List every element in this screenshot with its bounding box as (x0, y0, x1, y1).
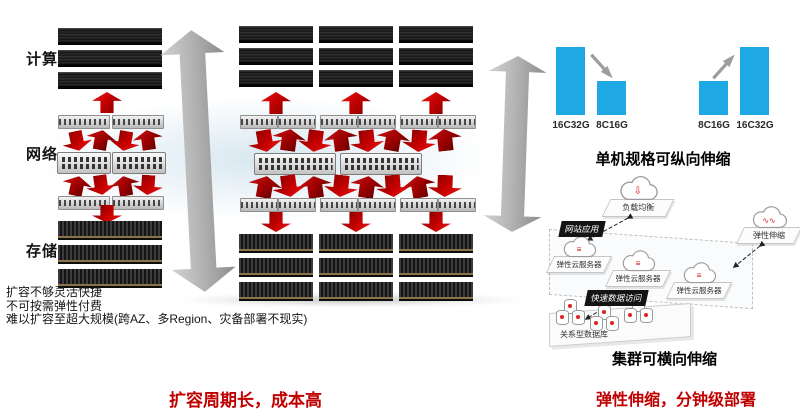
switch-large (112, 152, 166, 174)
red-arrow-icon (60, 128, 94, 154)
red-arrow-icon (349, 128, 385, 153)
web-app-tag: 网站应用 (558, 221, 606, 237)
switch-small (400, 198, 438, 212)
load-balancer-node: ⇩ 负载均衡 (601, 176, 675, 217)
switch-large (254, 153, 336, 175)
switch-small (240, 115, 278, 129)
layer-label-compute: 计算 (26, 51, 59, 68)
storage-rack (58, 221, 162, 288)
switch-large (57, 152, 111, 174)
storage-rack (239, 234, 313, 301)
switch-small (58, 196, 110, 210)
red-arrow-icon (246, 173, 283, 201)
red-arrow-icon (427, 127, 463, 152)
server-rack (319, 26, 393, 87)
cloud-icon: ≡ (683, 262, 717, 284)
right-caption: 弹性伸缩，分钟级部署 (595, 392, 756, 409)
switch-small (58, 115, 110, 129)
red-arrow-icon (428, 174, 463, 197)
switch-small (240, 198, 278, 212)
red-arrow-icon (271, 127, 308, 154)
red-arrow-icon (132, 128, 164, 152)
red-arrow-icon (401, 129, 436, 153)
server-rack (399, 26, 473, 87)
scale-up-arrow-icon (710, 52, 738, 82)
database-label: 关系型数据库 (560, 330, 608, 339)
bar-label: 8C16G (596, 120, 628, 131)
bar-16c32g-large (740, 47, 769, 115)
note-line-1: 扩容不够灵活快捷 (6, 285, 103, 299)
bar-8c16g-small (597, 81, 626, 115)
cloud-icon: ⇩ (620, 176, 658, 201)
red-up-arrow-icon (341, 92, 371, 114)
svg-text:≡: ≡ (697, 271, 702, 280)
layer-label-storage: 存储 (26, 243, 59, 260)
switch-small (112, 115, 164, 129)
storage-rack (399, 234, 473, 301)
cloud-icon: ≡ (622, 250, 656, 272)
db-cluster-icon (556, 299, 585, 325)
auto-scaling-node: ∿∿ 弹性伸缩 (735, 206, 800, 244)
red-arrow-icon (323, 127, 360, 154)
server-rack (58, 28, 162, 89)
traditional-notes: 扩容不够灵活快捷 不可按需弹性付费 难以扩容至超大规模(跨AZ、多Region、… (6, 285, 308, 327)
red-arrow-icon (323, 173, 359, 198)
gray-double-arrow-icon (483, 55, 547, 233)
note-line-2: 不可按需弹性付费 (6, 298, 103, 313)
switch-small (400, 115, 438, 129)
bar-16c32g-large (556, 47, 585, 115)
svg-text:∿∿: ∿∿ (762, 216, 775, 225)
note-line-3: 难以扩容至超大规模(跨AZ、多Region、灾备部署不现实) (6, 312, 308, 326)
fast-data-tag: 快速数据访问 (584, 290, 649, 306)
vertical-scaling-title: 单机规格可纵向伸缩 (595, 151, 731, 168)
red-up-arrow-icon (421, 92, 451, 114)
red-arrow-icon (132, 174, 163, 196)
bar-label: 16C32G (736, 120, 774, 131)
red-arrow-icon (374, 126, 411, 154)
svg-text:≡: ≡ (636, 259, 641, 268)
switch-small (438, 115, 476, 129)
switch-small (358, 115, 396, 129)
switch-small (320, 198, 358, 212)
red-up-arrow-icon (261, 92, 291, 114)
red-down-arrow-icon (341, 212, 371, 232)
gray-double-arrow-icon (159, 29, 237, 294)
switch-small (438, 198, 476, 212)
red-arrow-icon (297, 128, 334, 155)
ecs-node-2: ≡ 弹性云服务器 (604, 250, 672, 287)
red-up-arrow-icon (92, 92, 122, 113)
db-cluster-icon (590, 305, 619, 331)
cloud-icon: ∿∿ (752, 206, 788, 229)
server-rack (239, 26, 313, 87)
cloud-icon: ≡ (563, 236, 597, 258)
red-arrow-icon (400, 173, 437, 201)
switch-small (112, 196, 164, 210)
bar-label: 16C32G (552, 120, 590, 131)
left-caption: 扩容周期长，成本高 (169, 391, 322, 410)
switch-small (278, 198, 316, 212)
svg-text:⇩: ⇩ (634, 186, 643, 197)
bar-label: 8C16G (698, 120, 730, 131)
svg-text:≡: ≡ (577, 245, 582, 254)
ecs-node-3: ≡ 弹性云服务器 (665, 262, 733, 299)
red-arrow-icon (246, 127, 283, 155)
red-down-arrow-icon (421, 212, 451, 232)
red-arrow-icon (349, 174, 386, 201)
red-down-arrow-icon (261, 212, 291, 232)
switch-small (358, 198, 396, 212)
storage-rack (319, 234, 393, 301)
switch-small (278, 115, 316, 129)
scale-down-arrow-icon (588, 52, 616, 82)
switch-small (320, 115, 358, 129)
layer-label-network: 网络 (26, 146, 59, 163)
red-arrow-icon (85, 173, 117, 197)
horizontal-scaling-title: 集群可横向伸缩 (611, 351, 717, 368)
switch-large (340, 153, 422, 175)
bar-8c16g-small (699, 81, 728, 115)
red-arrow-icon (108, 129, 141, 154)
